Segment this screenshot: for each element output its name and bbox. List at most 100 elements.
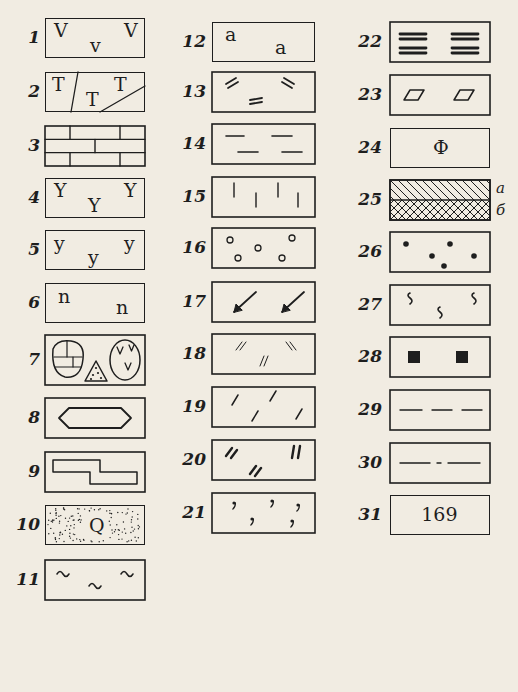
dashed-line <box>432 409 452 410</box>
pattern-letter: T <box>86 90 99 109</box>
callout-number: 31 <box>354 506 382 523</box>
stipple-dot <box>74 534 75 535</box>
stipple-dot <box>73 519 74 520</box>
callout-number: 6 <box>12 294 40 311</box>
stipple-dot <box>73 520 74 521</box>
dashed-line <box>400 409 422 410</box>
legend-box <box>390 337 490 377</box>
pebble-mark <box>279 255 285 261</box>
stipple-dot <box>68 521 69 522</box>
pattern-stroke <box>264 356 268 366</box>
pattern-letter: Y <box>88 196 101 215</box>
pattern-stroke <box>226 135 244 137</box>
wave-mark <box>57 572 69 577</box>
legend-box <box>390 75 490 115</box>
stipple-dot <box>78 520 79 521</box>
callout-number: 12 <box>178 33 206 50</box>
stipple-dot <box>109 510 110 511</box>
stipple-dot <box>66 525 67 526</box>
square-mark <box>456 351 468 363</box>
stipple-dot <box>99 508 100 509</box>
pattern-stroke <box>260 356 264 366</box>
callout-number: 15 <box>178 188 206 205</box>
stipple-dot <box>56 541 57 542</box>
stipple-dot <box>60 531 61 532</box>
stipple-dot <box>60 532 61 533</box>
stipple-dot <box>55 508 56 509</box>
stipple-dot <box>80 541 81 542</box>
stipple-dot <box>109 521 110 522</box>
callout-number: 9 <box>12 463 40 480</box>
clast-line <box>55 366 81 367</box>
hatch-line <box>462 200 490 220</box>
stipple-dot <box>70 537 71 538</box>
stipple-dot <box>138 525 139 526</box>
pattern-letter: V <box>54 21 68 40</box>
stipple-dot <box>139 526 140 527</box>
legend-box <box>45 452 145 492</box>
stipple-dot <box>60 515 61 516</box>
stipple-dot <box>80 522 81 523</box>
brick-line <box>69 153 70 166</box>
clast-line <box>72 357 73 367</box>
stipple-dot <box>110 524 111 525</box>
thick-dash <box>452 38 478 41</box>
stipple-dot <box>80 515 81 516</box>
stipple-dot <box>116 524 117 525</box>
callout-number: 30 <box>354 454 382 471</box>
stipple-dot <box>80 519 81 520</box>
stipple-dot <box>55 539 56 540</box>
pattern-stroke <box>270 391 276 401</box>
pattern-letter: v <box>90 36 101 55</box>
stipple-dot <box>138 528 139 529</box>
step-symbol <box>53 460 137 484</box>
squiggle-mark <box>438 307 442 318</box>
stipple-dot <box>63 541 64 542</box>
thick-dash <box>400 38 426 41</box>
pattern-letter: 169 <box>421 505 457 524</box>
square-mark <box>408 351 420 363</box>
thick-dash <box>400 52 426 55</box>
pattern-letter: n <box>58 287 70 306</box>
stipple-dot <box>115 529 116 530</box>
callout-number: 8 <box>12 409 40 426</box>
stipple-dot <box>78 513 79 514</box>
stipple-dot <box>111 513 112 514</box>
legend-box <box>45 335 145 385</box>
pattern-letter: Q <box>89 516 105 535</box>
legend-box <box>212 493 315 533</box>
stipple-dot <box>47 524 48 525</box>
stipple-dot <box>55 510 56 511</box>
stipple-dot <box>118 529 119 530</box>
dashdot-line <box>400 462 430 463</box>
callout-number: 1 <box>12 29 40 46</box>
pattern-letter: y <box>124 234 135 253</box>
legend-box <box>212 72 315 112</box>
stipple-dot <box>51 521 52 522</box>
stipple-dot <box>134 528 135 529</box>
callout-number: 5 <box>12 241 40 258</box>
stipple-dot <box>77 508 78 509</box>
squiggle-mark <box>472 293 476 304</box>
callout-number: 4 <box>12 189 40 206</box>
pattern-stroke <box>232 395 238 405</box>
stipple-dot <box>117 512 118 513</box>
stipple-dot <box>55 537 56 538</box>
legend-box <box>45 398 145 438</box>
comma-mark <box>297 505 300 511</box>
stipple-dot <box>109 513 110 514</box>
callout-number: 20 <box>178 451 206 468</box>
pattern-stroke <box>252 411 258 421</box>
legend-box <box>212 177 315 217</box>
pattern-stroke <box>238 151 258 153</box>
stipple-dot <box>65 530 66 531</box>
callout-number: 28 <box>354 348 382 365</box>
stipple-dot <box>55 513 56 514</box>
callout-number: 13 <box>178 83 206 100</box>
dot-mark <box>447 241 453 247</box>
stipple-dot <box>76 538 77 539</box>
legend-box <box>390 232 490 272</box>
pattern-letter: Y <box>54 181 67 200</box>
stipple-dot <box>111 529 112 530</box>
legend-box <box>212 334 315 374</box>
